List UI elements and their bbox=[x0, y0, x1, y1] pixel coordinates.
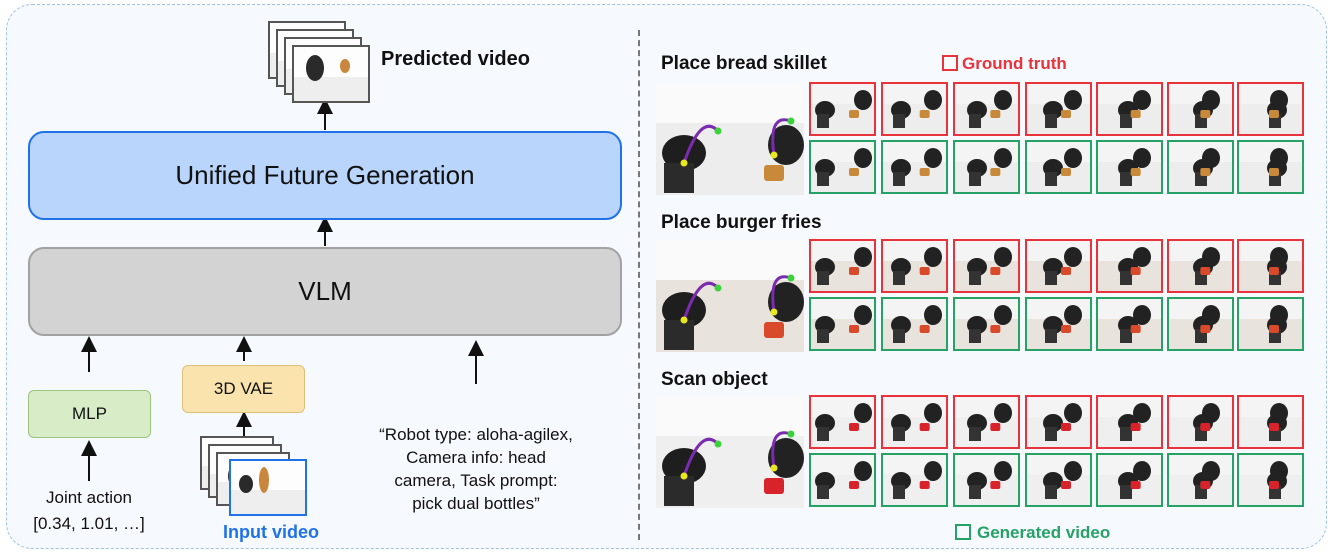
ground-truth-frame bbox=[1237, 395, 1304, 449]
3d-vae-box: 3D VAE bbox=[182, 365, 305, 413]
ground-truth-frame bbox=[1096, 82, 1163, 136]
mlp-box: MLP bbox=[28, 390, 151, 438]
ground-truth-frame bbox=[1025, 395, 1092, 449]
predicted-video-label: Predicted video bbox=[381, 48, 530, 70]
generated-frame bbox=[1237, 140, 1304, 194]
generated-frame bbox=[953, 297, 1020, 351]
task-title-3: Scan object bbox=[661, 369, 768, 390]
ground-truth-frame bbox=[1025, 82, 1092, 136]
ground-truth-frame bbox=[809, 395, 876, 449]
ground-truth-frame bbox=[1025, 239, 1092, 293]
ground-truth-frame bbox=[1096, 239, 1163, 293]
generated-frame bbox=[881, 297, 948, 351]
generated-frame bbox=[1237, 297, 1304, 351]
input-frame-3 bbox=[656, 396, 804, 508]
ground-truth-frame bbox=[953, 239, 1020, 293]
joint-action-label: Joint action bbox=[46, 488, 132, 507]
input-frame-2 bbox=[656, 240, 804, 352]
ground-truth-frame bbox=[881, 395, 948, 449]
ground-truth-frame bbox=[881, 82, 948, 136]
generated-frame bbox=[1167, 297, 1234, 351]
generated-frame bbox=[1096, 453, 1163, 507]
ground-truth-frame bbox=[1237, 239, 1304, 293]
generated-frame bbox=[953, 453, 1020, 507]
generated-frame bbox=[1237, 453, 1304, 507]
input-frame-1 bbox=[656, 83, 804, 195]
ground-truth-frame bbox=[953, 82, 1020, 136]
ground-truth-frame bbox=[881, 239, 948, 293]
ground-truth-frame bbox=[1096, 395, 1163, 449]
prompt-line-2: Camera info: head bbox=[406, 448, 546, 467]
prompt-line-3: camera, Task prompt: bbox=[394, 471, 558, 490]
vlm-box: VLM bbox=[28, 247, 622, 336]
generated-legend-swatch bbox=[955, 524, 971, 540]
ground-truth-frame bbox=[809, 239, 876, 293]
generated-frame bbox=[881, 453, 948, 507]
ground-truth-legend-swatch bbox=[942, 55, 958, 71]
ground-truth-frame bbox=[953, 395, 1020, 449]
generated-frame bbox=[809, 140, 876, 194]
generated-frame bbox=[1167, 453, 1234, 507]
generated-legend-label: Generated video bbox=[977, 523, 1111, 542]
prompt-line-4: pick dual bottles” bbox=[412, 494, 540, 513]
ground-truth-legend-label: Ground truth bbox=[962, 54, 1067, 73]
ground-truth-frame bbox=[809, 82, 876, 136]
ground-truth-frame bbox=[1237, 82, 1304, 136]
generated-frame bbox=[809, 297, 876, 351]
generated-frame bbox=[1096, 140, 1163, 194]
generated-frame bbox=[1096, 297, 1163, 351]
panel-divider bbox=[638, 30, 640, 540]
input-video-label: Input video bbox=[223, 522, 319, 542]
joint-action-values: [0.34, 1.01, …] bbox=[33, 514, 145, 533]
generated-frame bbox=[1167, 140, 1234, 194]
ground-truth-frame bbox=[1167, 82, 1234, 136]
generated-frame bbox=[953, 140, 1020, 194]
prompt-line-1: “Robot type: aloha-agilex, bbox=[379, 425, 573, 444]
generated-frame bbox=[1025, 140, 1092, 194]
task-title-1: Place bread skillet bbox=[661, 53, 827, 74]
generated-frame bbox=[1025, 297, 1092, 351]
ground-truth-frame bbox=[1167, 239, 1234, 293]
generated-frame bbox=[1025, 453, 1092, 507]
task-title-2: Place burger fries bbox=[661, 212, 822, 233]
generated-frame bbox=[881, 140, 948, 194]
generated-frame bbox=[809, 453, 876, 507]
ground-truth-frame bbox=[1167, 395, 1234, 449]
unified-future-generation-box: Unified Future Generation bbox=[28, 131, 622, 220]
